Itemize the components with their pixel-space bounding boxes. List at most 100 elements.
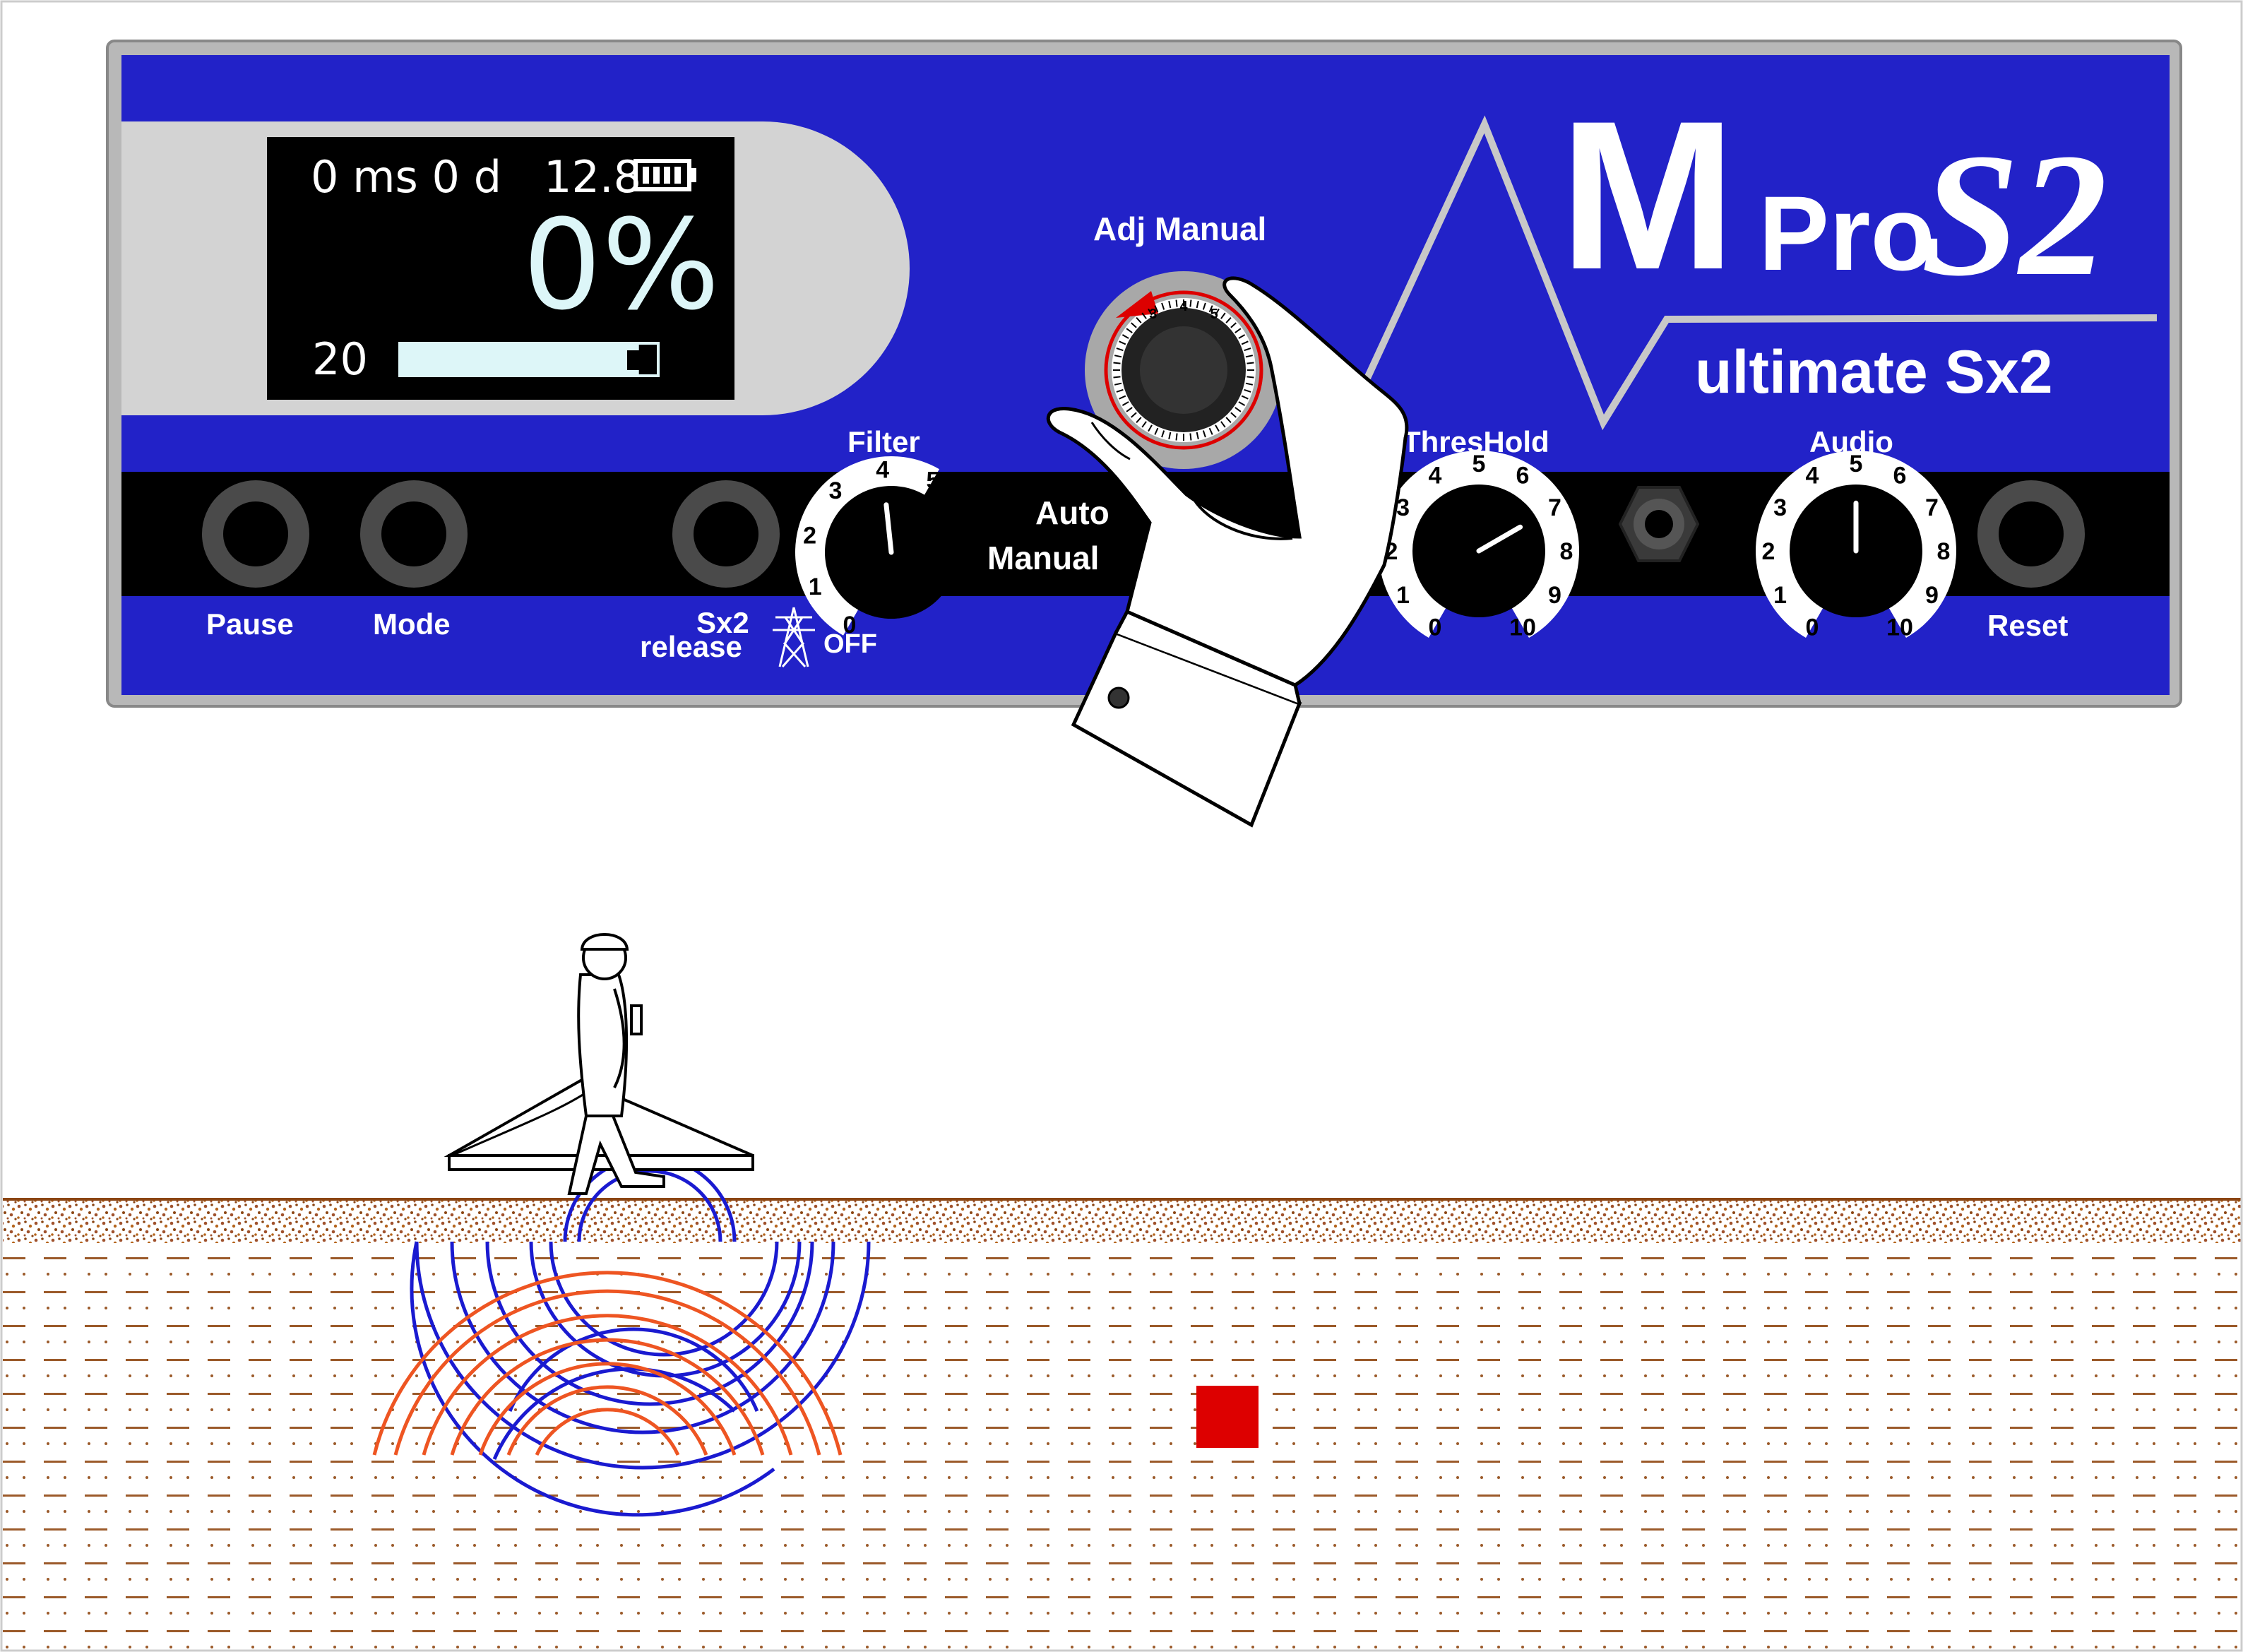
lcd-percent: 0% bbox=[523, 193, 720, 338]
topsoil-layer bbox=[3, 1199, 2242, 1243]
dial-tick-label: 0 bbox=[1429, 614, 1442, 641]
pause-button[interactable] bbox=[202, 480, 309, 588]
dial-tick-label: 4 bbox=[1429, 463, 1442, 489]
dial-tick-label: 6 bbox=[1893, 463, 1907, 489]
dial-tick-label: 5 bbox=[1850, 451, 1863, 477]
adj-tick-mark bbox=[1122, 401, 1129, 406]
release-label: release bbox=[640, 630, 742, 663]
adj-tick-mark bbox=[1220, 421, 1226, 428]
lcd-status-text: 0 ms 0 d bbox=[311, 151, 501, 203]
headphone-jack[interactable] bbox=[1618, 486, 1700, 562]
adj-tick-mark bbox=[1196, 300, 1199, 309]
logo-subtitle: ultimate Sx2 bbox=[1695, 338, 2053, 406]
adj-tick-mark bbox=[1244, 388, 1251, 393]
adj-tick-mark bbox=[1244, 347, 1251, 352]
adj-tick-mark bbox=[1225, 417, 1232, 423]
adj-tick-mark bbox=[1161, 302, 1165, 310]
mode-button[interactable] bbox=[360, 480, 468, 588]
adj-tick-mark bbox=[1122, 334, 1129, 339]
adj-tick-mark bbox=[1126, 328, 1133, 333]
lcd-level-label: 20 bbox=[312, 333, 368, 385]
adj-direction-arrow bbox=[1116, 291, 1158, 318]
reset-label: Reset bbox=[1987, 609, 2068, 642]
adj-tick-mark bbox=[1113, 362, 1121, 364]
sx2-release-button[interactable] bbox=[672, 480, 780, 588]
dial-tick-label: 0 bbox=[1806, 614, 1819, 641]
adj-tick-mark bbox=[1196, 432, 1199, 440]
battery-icon bbox=[633, 159, 696, 191]
adj-tick-mark bbox=[1141, 421, 1147, 428]
dial-tick-label: 1 bbox=[809, 574, 822, 600]
adj-tick-mark bbox=[1247, 362, 1254, 364]
adj-tick-mark bbox=[1168, 432, 1172, 440]
adj-tick-mark bbox=[1131, 322, 1137, 328]
adj-tick-mark bbox=[1136, 317, 1142, 323]
manual-label: Manual bbox=[987, 540, 1099, 576]
adj-tick-mark bbox=[1131, 412, 1137, 418]
logo-zigzag-line bbox=[1352, 115, 2158, 431]
adj-tick-mark bbox=[1215, 308, 1220, 316]
dial-tick-label: 3 bbox=[829, 477, 843, 504]
adj-manual-label: Adj Manual bbox=[1093, 210, 1266, 247]
knob-pointer bbox=[1476, 524, 1523, 554]
dial-tick-label: 10 bbox=[1886, 614, 1913, 641]
off-label: OFF bbox=[823, 629, 877, 659]
lcd-level-cursor bbox=[627, 350, 645, 370]
knob-pointer bbox=[883, 502, 894, 555]
auto-label: Auto bbox=[1035, 494, 1109, 531]
adj-tick-mark bbox=[1113, 376, 1121, 379]
hand-illustration bbox=[1046, 276, 1409, 828]
dial-tick-label: 5 bbox=[927, 468, 940, 494]
pause-label: Pause bbox=[206, 607, 294, 641]
adj-tick-mark bbox=[1202, 430, 1206, 438]
operator-figure bbox=[444, 933, 754, 1195]
dial-tick-label: 3 bbox=[1773, 494, 1787, 521]
logo-pro: Pro bbox=[1759, 174, 1935, 292]
adj-tick-mark bbox=[1119, 395, 1126, 400]
filter-label: Filter bbox=[847, 425, 920, 458]
dial-tick-label: 4 bbox=[876, 457, 889, 484]
dial-tick-label: 10 bbox=[1509, 614, 1536, 641]
reset-button[interactable] bbox=[1977, 480, 2085, 588]
power-tower-icon bbox=[773, 607, 815, 667]
adj-manual-knob[interactable]: 345 bbox=[1085, 271, 1283, 469]
dial-tick-label: 6 bbox=[1516, 463, 1530, 489]
dial-tick-label: 1 bbox=[1396, 582, 1410, 609]
adj-tick-mark bbox=[1148, 424, 1153, 432]
logo-s2: S2 bbox=[1921, 117, 2107, 313]
dial-tick-label: 2 bbox=[803, 522, 816, 549]
adj-tick-mark bbox=[1114, 355, 1122, 358]
hard-hat bbox=[580, 933, 629, 951]
adj-tick-mark bbox=[1141, 312, 1147, 319]
dial-tick-label: 3 bbox=[1396, 494, 1410, 521]
adj-tick-mark bbox=[1234, 328, 1242, 333]
adj-tick-mark bbox=[1230, 412, 1237, 418]
adj-tick-mark bbox=[1148, 308, 1153, 316]
adj-tick-mark bbox=[1154, 305, 1159, 313]
adj-tick-mark bbox=[1241, 395, 1249, 400]
dial-tick-label: 7 bbox=[1925, 494, 1939, 521]
adj-tick-mark bbox=[1119, 340, 1126, 345]
subsoil-layer bbox=[3, 1242, 2242, 1651]
antenna-cable bbox=[451, 1086, 594, 1157]
cufflink bbox=[1107, 687, 1130, 709]
buried-target bbox=[1196, 1386, 1259, 1448]
adj-tick-mark bbox=[1225, 317, 1232, 323]
ground-cross-section bbox=[3, 1155, 2242, 1651]
adj-tick-mark bbox=[1208, 305, 1213, 313]
adj-tick-mark bbox=[1116, 388, 1124, 393]
adj-tick-mark bbox=[1230, 322, 1237, 328]
adj-tick-mark bbox=[1247, 376, 1254, 379]
adj-tick-mark bbox=[1241, 340, 1249, 345]
mode-label: Mode bbox=[373, 607, 451, 641]
adj-tick-mark bbox=[1189, 433, 1192, 441]
dial-tick-label: 7 bbox=[1548, 494, 1561, 521]
dial-tick-label: 8 bbox=[1937, 538, 1951, 565]
adj-tick-mark bbox=[1161, 430, 1165, 438]
lcd-screen: 0 ms 0 d 12.8 0% 20 bbox=[267, 137, 734, 400]
dial-tick-label: 9 bbox=[1548, 582, 1561, 609]
